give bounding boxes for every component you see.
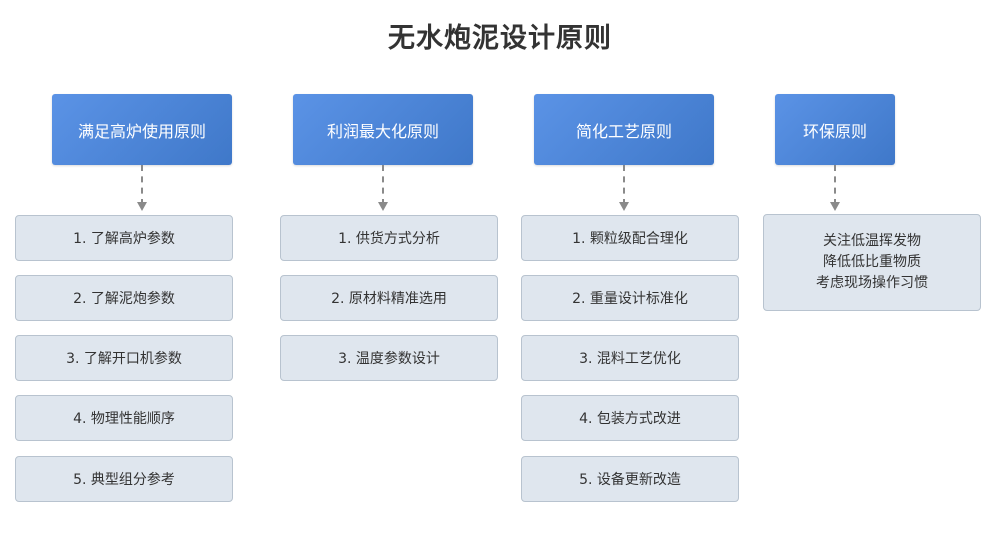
item-furnace-4: 4. 物理性能顺序 [15,395,233,441]
header-profit-principle: 利润最大化原则 [293,94,473,165]
item-profit-2: 2. 原材料精准选用 [280,275,498,321]
item-process-5: 5. 设备更新改造 [521,456,739,502]
header-furnace-principle: 满足高炉使用原则 [52,94,232,165]
environment-list: 关注低温挥发物 降低低比重物质 考虑现场操作习惯 [763,214,981,311]
diagram-title: 无水炮泥设计原则 [388,23,612,54]
item-profit-3: 3. 温度参数设计 [280,335,498,381]
item-process-4: 4. 包装方式改进 [521,395,739,441]
environment-line-3: 考虑现场操作习惯 [816,275,928,291]
arrow-furnace [137,202,147,211]
item-furnace-1: 1. 了解高炉参数 [15,215,233,261]
connector-process [623,165,625,205]
item-furnace-2: 2. 了解泥炮参数 [15,275,233,321]
environment-line-1: 关注低温挥发物 [823,233,921,249]
connector-environment [834,165,836,205]
item-furnace-3: 3. 了解开口机参数 [15,335,233,381]
connector-furnace [141,165,143,205]
header-environment-principle: 环保原则 [775,94,895,165]
item-process-1: 1. 颗粒级配合理化 [521,215,739,261]
arrow-environment [830,202,840,211]
item-furnace-5: 5. 典型组分参考 [15,456,233,502]
arrow-process [619,202,629,211]
item-process-3: 3. 混料工艺优化 [521,335,739,381]
connector-profit [382,165,384,205]
item-profit-1: 1. 供货方式分析 [280,215,498,261]
item-process-2: 2. 重量设计标准化 [521,275,739,321]
header-process-principle: 简化工艺原则 [534,94,714,165]
arrow-profit [378,202,388,211]
environment-line-2: 降低低比重物质 [823,254,921,270]
